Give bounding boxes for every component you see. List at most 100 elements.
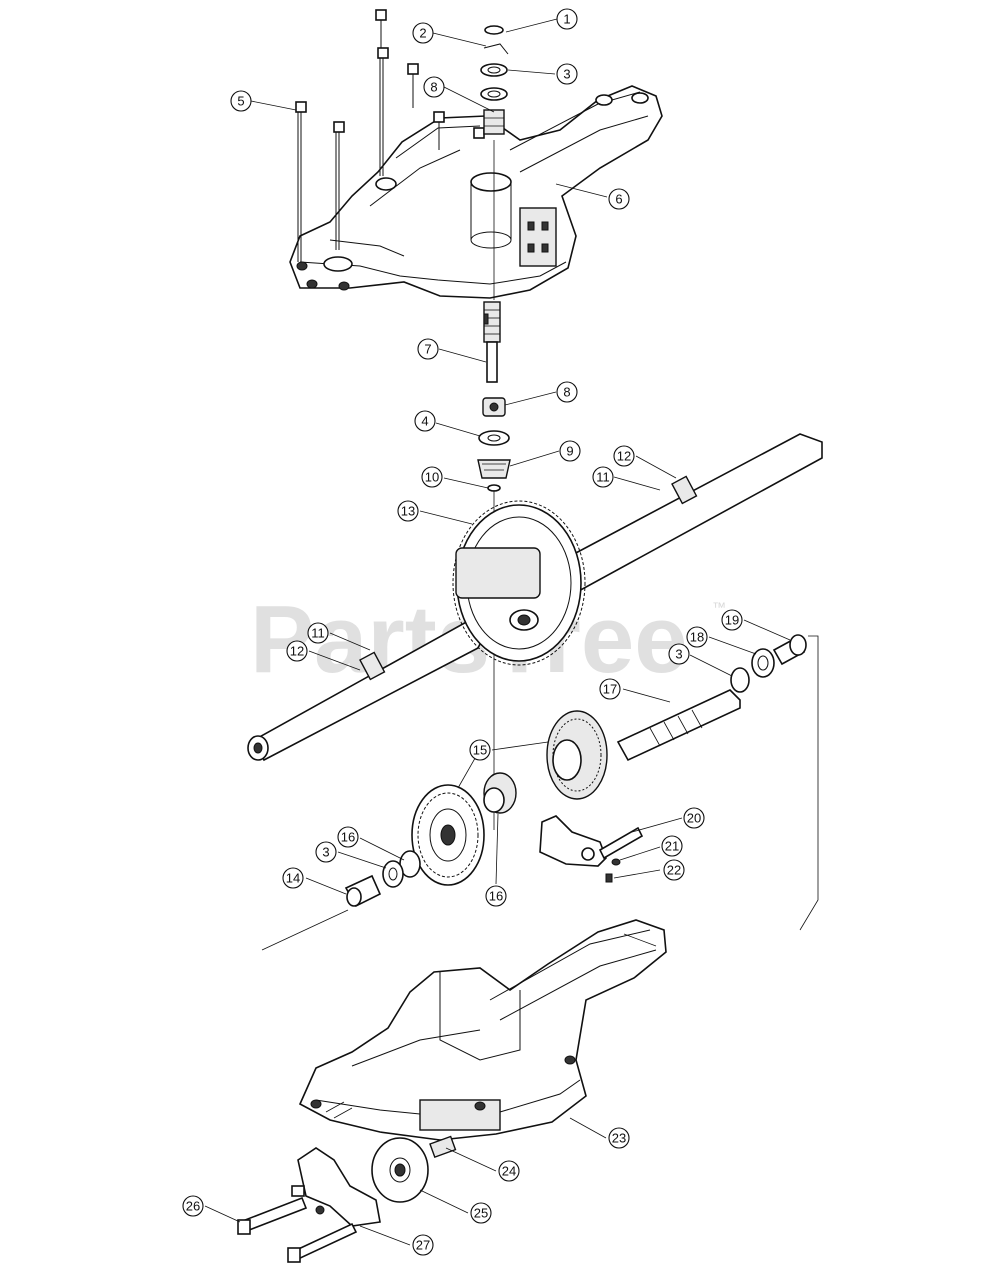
shift-fork-group xyxy=(539,815,644,883)
callout-circle xyxy=(661,835,683,857)
callout-7: 7 xyxy=(417,338,439,360)
callout-16: 16 xyxy=(485,885,507,907)
callout-22: 22 xyxy=(663,859,685,881)
callout-label: 21 xyxy=(665,839,679,854)
callout-13: 13 xyxy=(397,500,419,522)
callout-8: 8 xyxy=(556,381,578,403)
callout-label: 9 xyxy=(566,444,573,459)
callout-14: 14 xyxy=(282,867,304,889)
callout-label: 16 xyxy=(341,830,355,845)
callout-23: 23 xyxy=(608,1127,630,1149)
callout-5: 5 xyxy=(230,90,252,112)
callout-circle xyxy=(559,440,581,462)
callout-label: 14 xyxy=(286,871,300,886)
callout-16: 16 xyxy=(337,826,359,848)
brake-group xyxy=(237,1135,457,1263)
callout-6: 6 xyxy=(608,188,630,210)
callout-label: 7 xyxy=(424,342,431,357)
callout-circle xyxy=(599,678,621,700)
callout-circle xyxy=(556,63,578,85)
callout-circle xyxy=(556,381,578,403)
callout-circle xyxy=(485,885,507,907)
axle-assembly xyxy=(247,433,823,762)
watermark-trademark: ™ xyxy=(712,599,726,615)
callout-label: 17 xyxy=(603,682,617,697)
callout-label: 12 xyxy=(290,644,304,659)
callout-circle xyxy=(307,622,329,644)
callout-label: 27 xyxy=(416,1238,430,1253)
callout-circle xyxy=(315,841,337,863)
callout-3: 3 xyxy=(315,841,337,863)
callout-8: 8 xyxy=(423,76,445,98)
callout-10: 10 xyxy=(421,466,443,488)
callout-27: 27 xyxy=(412,1234,434,1256)
callout-circle xyxy=(412,22,434,44)
callout-3: 3 xyxy=(668,643,690,665)
callout-label: 19 xyxy=(725,613,739,628)
callout-circle xyxy=(668,643,690,665)
input-shaft-group xyxy=(477,140,511,830)
callout-15: 15 xyxy=(469,739,491,761)
callout-label: 5 xyxy=(237,94,244,109)
callout-circle xyxy=(556,8,578,30)
callout-circle xyxy=(423,76,445,98)
callout-circle xyxy=(592,466,614,488)
callout-circle xyxy=(337,826,359,848)
callout-9: 9 xyxy=(559,440,581,462)
callout-circle xyxy=(721,609,743,631)
callout-1: 1 xyxy=(556,8,578,30)
callout-label: 11 xyxy=(596,470,610,485)
callout-circle xyxy=(230,90,252,112)
callout-label: 10 xyxy=(425,470,439,485)
callout-label: 22 xyxy=(667,863,681,878)
callout-label: 20 xyxy=(687,811,701,826)
callout-circle xyxy=(182,1195,204,1217)
callout-label: 24 xyxy=(502,1164,516,1179)
callout-circle xyxy=(282,867,304,889)
callout-label: 6 xyxy=(615,192,622,207)
callout-label: 3 xyxy=(563,67,570,82)
callout-26: 26 xyxy=(182,1195,204,1217)
callout-21: 21 xyxy=(661,835,683,857)
callout-25: 25 xyxy=(470,1202,492,1224)
callout-leaders xyxy=(204,18,791,1246)
callout-circle xyxy=(421,466,443,488)
callout-label: 25 xyxy=(474,1206,488,1221)
callout-circle xyxy=(414,410,436,432)
callout-label: 18 xyxy=(690,630,704,645)
output-shaft-group xyxy=(616,634,819,931)
callout-circle xyxy=(470,1202,492,1224)
callout-label: 1 xyxy=(563,12,570,27)
callout-label: 11 xyxy=(311,626,325,641)
callout-label: 8 xyxy=(430,80,437,95)
callout-label: 3 xyxy=(322,845,329,860)
callout-circle xyxy=(613,445,635,467)
callout-label: 4 xyxy=(421,414,428,429)
callout-label: 3 xyxy=(675,647,682,662)
callout-11: 11 xyxy=(307,622,329,644)
callout-18: 18 xyxy=(686,626,708,648)
callout-20: 20 xyxy=(683,807,705,829)
callout-17: 17 xyxy=(599,678,621,700)
callout-label: 15 xyxy=(473,743,487,758)
callout-circle xyxy=(469,739,491,761)
callout-label: 2 xyxy=(419,26,426,41)
callout-circle xyxy=(608,188,630,210)
upper-housing xyxy=(289,85,663,299)
callout-circle xyxy=(397,500,419,522)
callout-circle xyxy=(663,859,685,881)
callout-circle xyxy=(686,626,708,648)
callout-circle xyxy=(412,1234,434,1256)
housing-bolts xyxy=(295,9,485,262)
callout-12: 12 xyxy=(613,445,635,467)
callout-3: 3 xyxy=(556,63,578,85)
callout-label: 23 xyxy=(612,1131,626,1146)
lower-housing xyxy=(298,919,667,1141)
callout-label: 8 xyxy=(563,385,570,400)
callout-4: 4 xyxy=(414,410,436,432)
callout-circle xyxy=(498,1160,520,1182)
callout-circle xyxy=(683,807,705,829)
callout-label: 16 xyxy=(489,889,503,904)
callout-circle xyxy=(417,338,439,360)
